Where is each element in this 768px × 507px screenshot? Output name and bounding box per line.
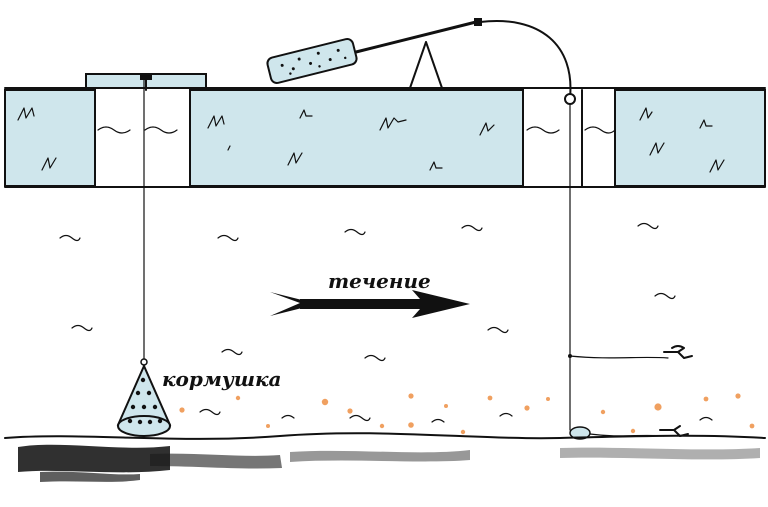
- feeder-label: кормушка: [162, 367, 282, 391]
- sinker: [569, 426, 591, 440]
- line-ring: [564, 93, 576, 105]
- feeder: [116, 363, 172, 437]
- hook-icon: [659, 425, 689, 437]
- ice-block-right: [614, 89, 766, 187]
- bait-particles: [179, 393, 755, 435]
- ice-texture: [17, 107, 725, 173]
- rod-stand: [409, 41, 443, 89]
- hole-water-left: [97, 126, 178, 134]
- river-bottom: [4, 432, 766, 482]
- hole-water-right: [526, 126, 616, 134]
- water-ripples: [59, 222, 713, 423]
- current-label: течение: [328, 269, 431, 293]
- current-arrow: [270, 290, 470, 318]
- rod-handle: [266, 38, 358, 84]
- ice-layer: [4, 87, 766, 188]
- hole-board: [85, 73, 207, 91]
- rod-tip: [479, 20, 572, 99]
- fishing-rod: [266, 18, 576, 105]
- leader-hook-upper: [568, 345, 693, 359]
- ice-block-middle: [189, 89, 524, 187]
- rod-blank: [354, 20, 478, 54]
- ice-block-left: [4, 89, 96, 187]
- hook-icon: [663, 345, 693, 359]
